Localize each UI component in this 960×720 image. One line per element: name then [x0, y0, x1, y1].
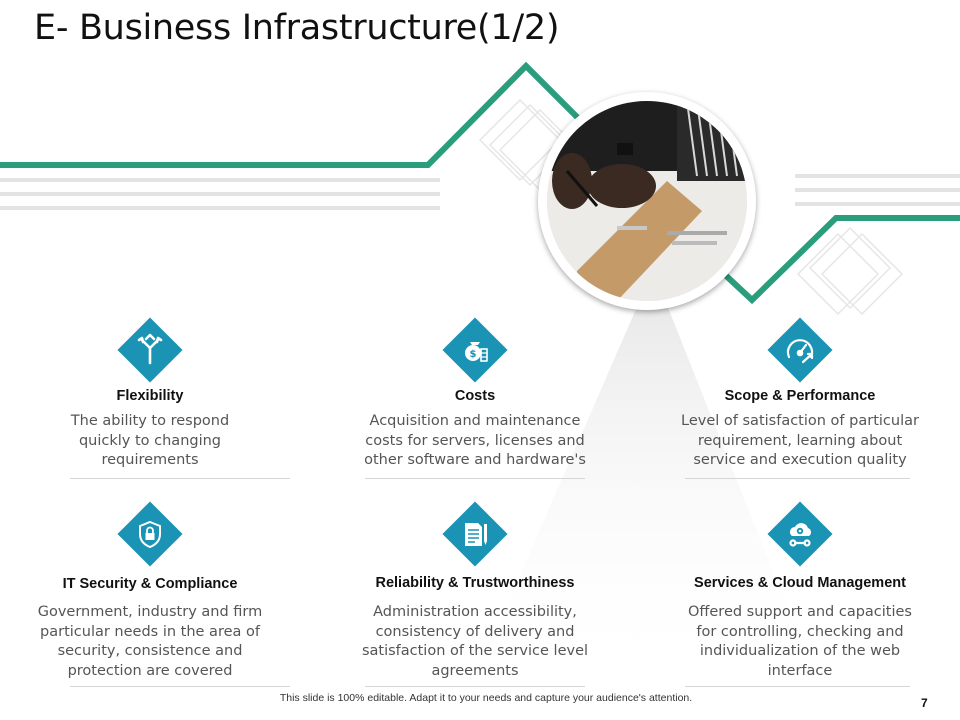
card-divider	[685, 686, 910, 687]
card-description-line: Level of satisfaction of particular	[681, 413, 919, 429]
card-description: Government, industry and firm particular …	[5, 603, 295, 681]
faint-diamonds	[478, 98, 904, 316]
shield-lock-icon	[117, 501, 183, 567]
card-title: Flexibility	[116, 388, 184, 404]
card-description-line: protection are covered	[67, 662, 233, 679]
card-title: Costs	[454, 388, 496, 404]
card-description-line: satisfaction of the service level	[361, 643, 589, 659]
green-zigzag-line-right	[719, 215, 960, 305]
document-pen-icon	[442, 501, 508, 567]
card-description-line: consistency of delivery and	[375, 623, 575, 640]
card-description-line: other software and hardware's	[364, 452, 586, 468]
card-description: Acquisition and maintenance costs for ser…	[330, 412, 620, 471]
card-description-line: service and execution quality	[693, 452, 907, 468]
card-divider	[685, 478, 910, 479]
card-description-line: Offered support and capacities	[687, 604, 912, 620]
spotlight-cone	[470, 300, 820, 690]
card-description: Administration accessibility, consistency…	[330, 603, 620, 681]
card-description-line: quickly to changing	[78, 432, 222, 449]
card-title: Scope & Performance	[724, 388, 876, 404]
card-description-line: agreements	[431, 662, 519, 679]
card-description-line: Administration accessibility,	[373, 604, 577, 620]
page-title: E- Business Infrastructure(1/2)	[34, 8, 560, 48]
card-description-line: requirements	[101, 452, 199, 468]
card-description-line: requirement, learning about	[697, 432, 903, 449]
card-description-line: costs for servers, licenses and	[365, 432, 585, 449]
card-divider	[365, 686, 585, 687]
card-divider	[70, 686, 290, 687]
card-title: Reliability & Trustworthiness	[375, 575, 575, 591]
card-description: Level of satisfaction of particular requi…	[655, 412, 945, 471]
card-divider	[365, 478, 585, 479]
svg-text:$: $	[470, 349, 477, 360]
photo-frame	[538, 92, 756, 310]
green-zigzag-line	[0, 61, 603, 168]
money-bag-icon: $	[442, 317, 508, 383]
page-number: 7	[921, 696, 928, 710]
card-description-line: interface	[767, 662, 833, 679]
card-description-line: Acquisition and maintenance	[369, 413, 581, 429]
footer-note: This slide is 100% editable. Adapt it to…	[279, 692, 693, 704]
card-description-line: The ability to respond	[70, 413, 230, 429]
card-divider	[70, 478, 290, 479]
speedometer-icon	[767, 317, 833, 383]
card-description-line: for controlling, checking and	[696, 623, 904, 640]
card-description: Offered support and capacities for contro…	[655, 603, 945, 681]
card-description-line: particular needs in the area of	[40, 623, 260, 640]
grey-stripes-left	[0, 178, 440, 210]
direction-arrows-icon	[117, 317, 183, 383]
card-title: IT Security & Compliance	[62, 576, 238, 592]
card-description: The ability to respond quickly to changin…	[5, 412, 295, 471]
card-description-line: individualization of the web	[699, 643, 901, 659]
cloud-gear-icon	[767, 501, 833, 567]
business-photo	[547, 101, 747, 301]
card-description-line: Government, industry and firm	[37, 604, 263, 620]
card-title: Services & Cloud Management	[694, 575, 906, 591]
card-description-line: security, consistence and	[57, 643, 243, 659]
grey-stripes-right	[795, 174, 960, 206]
